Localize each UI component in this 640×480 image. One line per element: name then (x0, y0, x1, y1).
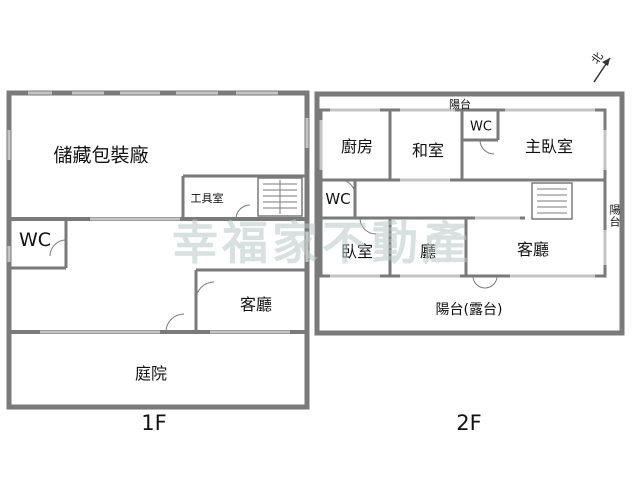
2f-floor-label: 2F (456, 411, 482, 435)
1f-courtyard-door (165, 313, 185, 333)
north-arrow-icon (593, 57, 611, 83)
2f-living-label: 客廳 (516, 240, 550, 259)
1f-wc-label: WC (18, 229, 52, 251)
1f-floor-label: 1F (141, 411, 167, 435)
1f-tool-room-door (235, 204, 251, 220)
2f-japanese-room-label: 和室 (411, 141, 445, 160)
1f-wc-door (49, 239, 67, 257)
1f-staircase (257, 177, 303, 217)
1f-living-door (195, 281, 215, 301)
2f-terrace-door-right (484, 275, 498, 289)
watermark: 幸福家不動產 (172, 216, 472, 270)
2f-balcony-top-label: 陽台 (449, 98, 471, 111)
2f-kitchen-label: 廚房 (340, 137, 374, 156)
2f-terrace-door-left (472, 275, 486, 289)
1f-living-label: 客廳 (239, 295, 273, 314)
2f-wc-top-label: WC (470, 119, 492, 135)
2f-staircase (531, 182, 573, 220)
2f-outer-wall (314, 91, 625, 336)
2f-master-bedroom-label: 主臥室 (524, 137, 574, 156)
2f-hall-label: 廳 (419, 242, 437, 261)
2f-wc-left-door (339, 179, 356, 196)
2f-terrace-label: 陽台(露台) (435, 302, 503, 318)
1f-tool-room-label: 工具室 (190, 192, 224, 205)
2f-balcony-right-label: 陽台 (608, 204, 621, 228)
2f-wc-left-label: WC (325, 190, 351, 208)
1f-storage-label: 儲藏包裝廠 (53, 144, 149, 167)
2f-wc-top-door (479, 139, 495, 155)
1f-courtyard-label: 庭院 (134, 364, 168, 383)
2f-bedroom-label: 臥室 (340, 242, 374, 261)
2f-bedroom-door (359, 217, 377, 235)
